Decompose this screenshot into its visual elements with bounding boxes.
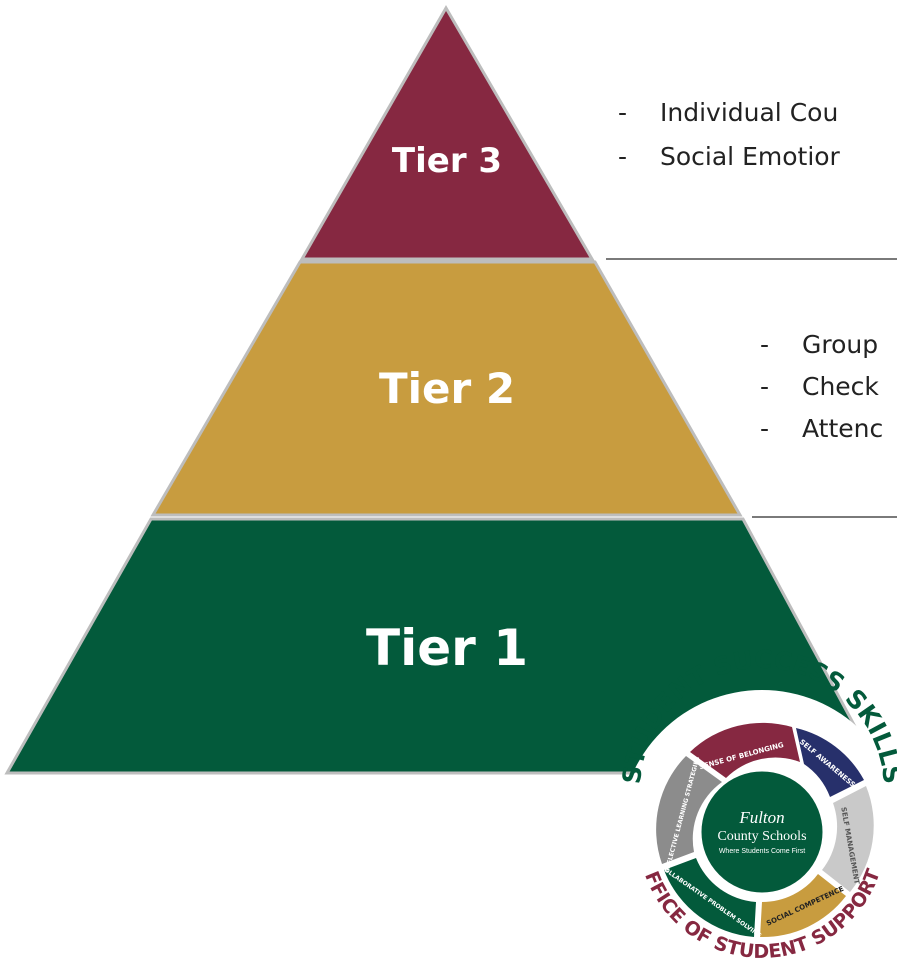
tier3-label: Tier 3	[392, 141, 502, 181]
tier2-bullet-2: - Check	[760, 372, 879, 401]
tier3-bullet-1-text: Individual Cou	[660, 98, 839, 127]
segment-collaborative-problem-solving	[664, 858, 756, 937]
tier3-bullet-2-text: Social Emotior	[660, 142, 840, 171]
tier2-bullet-1: - Group	[760, 330, 878, 359]
tier3-segment	[299, 5, 595, 261]
tier2-segment	[150, 260, 743, 517]
logo-center-tagline: Where Students Come First	[719, 848, 805, 855]
tier2-bullet-3: - Attenc	[760, 414, 883, 443]
segment-self-management	[822, 786, 874, 892]
tier2-bullet-3-text: Attenc	[802, 414, 884, 443]
tier2-bullet-1-text: Group	[802, 330, 879, 359]
tier1-label: Tier 1	[366, 619, 528, 677]
logo-center-title-2: County Schools	[717, 829, 806, 844]
bullet-dash: -	[618, 142, 628, 171]
segment-sense-of-belonging	[690, 722, 800, 778]
tier2-label: Tier 2	[379, 364, 515, 413]
tier3-bullet-2: - Social Emotior	[618, 142, 840, 171]
segment-reflective-learning-strategies	[656, 756, 722, 864]
tier2-bullet-2-text: Check	[802, 372, 879, 401]
segment-social-competence	[760, 874, 846, 938]
logo-center-circle	[698, 768, 826, 896]
bullet-dash: -	[760, 414, 770, 443]
tier3-bullet-1: - Individual Cou	[618, 98, 838, 127]
bullet-dash: -	[760, 372, 770, 401]
bullet-dash: -	[618, 98, 628, 127]
bullet-dash: -	[760, 330, 770, 359]
logo-center-title-1: Fulton	[738, 808, 784, 827]
segment-self-awareness	[796, 728, 864, 797]
